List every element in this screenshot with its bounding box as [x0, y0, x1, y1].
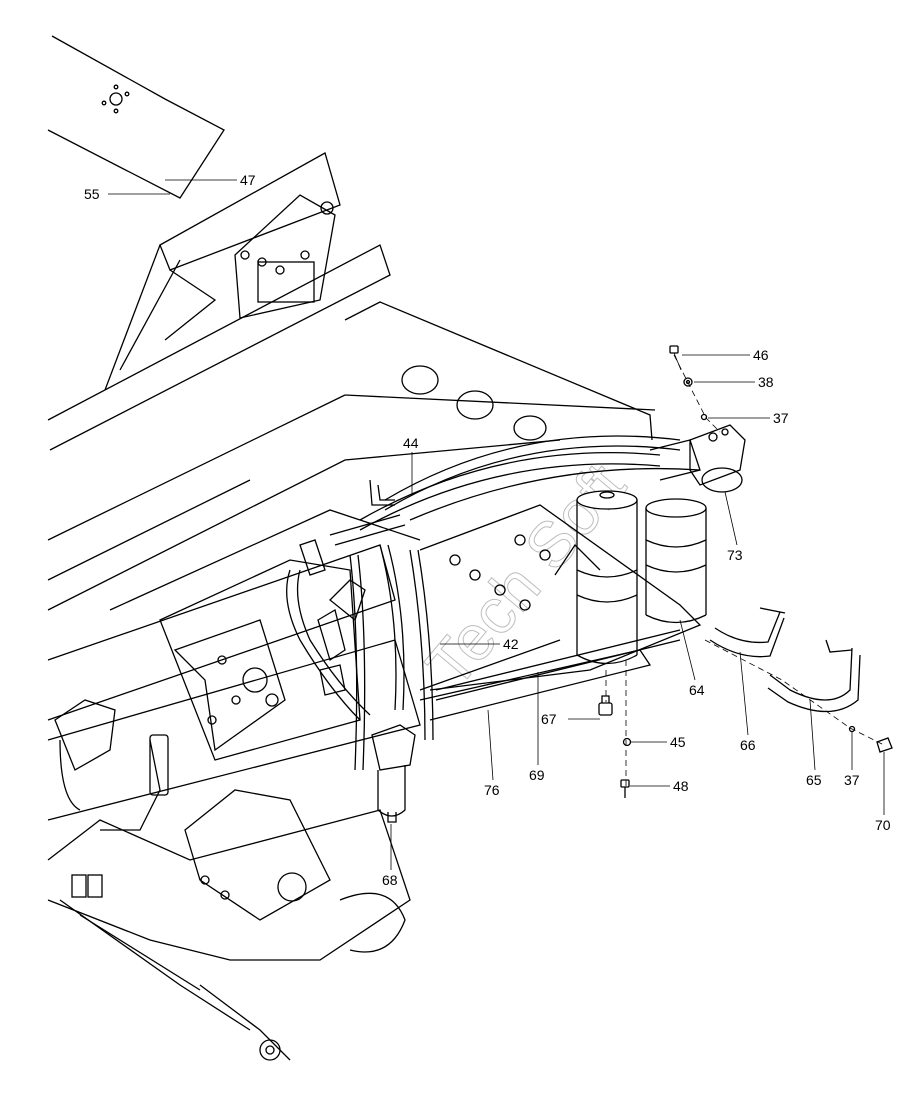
bolt-70: [876, 737, 893, 753]
callout-45: 45: [670, 734, 686, 750]
water-separator-68: [371, 724, 416, 823]
air-tank-front: [576, 490, 638, 665]
air-hoses: [286, 435, 701, 771]
callout-69: 69: [529, 767, 545, 783]
valve-block-73: [649, 424, 746, 493]
callout-46: 46: [753, 347, 769, 363]
callout-47: 47: [240, 172, 256, 188]
nut-37-lower: [848, 725, 856, 733]
axis-upper-bolt: [673, 354, 721, 433]
callout-42: 42: [503, 636, 519, 652]
callout-67: 67: [541, 711, 557, 727]
callout-70: 70: [875, 817, 891, 833]
leader-lines: [108, 179, 885, 870]
cover-plate: [47, 35, 225, 199]
callout-55: 55: [84, 186, 100, 202]
callout-66: 66: [740, 737, 756, 753]
strap-66: [709, 607, 786, 658]
callout-labels: 55 47 46 38 37 44 73 42 64 66 67 45 69 7…: [84, 172, 891, 888]
callout-38: 38: [758, 374, 774, 390]
callout-65: 65: [806, 772, 822, 788]
callout-44: 44: [403, 435, 419, 451]
tank-bracket: [419, 504, 702, 721]
callout-68: 68: [382, 872, 398, 888]
callout-48: 48: [673, 778, 689, 794]
washer-45: [622, 737, 632, 747]
axis-strap: [704, 639, 885, 746]
callout-37-lower: 37: [844, 772, 860, 788]
nut-37-upper: [700, 413, 708, 421]
air-tank-rear: [645, 498, 707, 624]
upper-frame: [47, 152, 656, 611]
union-67: [598, 695, 613, 716]
washer-38: [683, 377, 693, 387]
main-chassis: [47, 509, 421, 1061]
callout-73: 73: [727, 547, 743, 563]
strap-65: [767, 639, 861, 713]
callout-76: 76: [484, 782, 500, 798]
callout-37-upper: 37: [773, 410, 789, 426]
callout-64: 64: [689, 682, 705, 698]
bolt-48: [620, 779, 630, 798]
